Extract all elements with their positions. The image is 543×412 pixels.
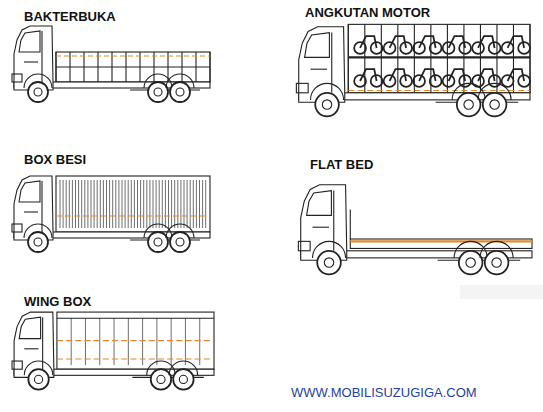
website-watermark: WWW.MOBILISUZUGIGA.COM [291,385,477,400]
truck-wing [12,312,214,390]
truck-motor [296,24,530,116]
faint-band [460,285,543,299]
truck-flat [298,185,532,275]
truck-open [12,26,210,102]
truck-box [12,176,210,252]
type-heading: WING BOX [24,294,91,309]
type-heading: BAKTERBUKA [24,9,116,24]
type-heading: FLAT BED [310,157,373,172]
type-heading: BOX BESI [24,152,86,167]
type-heading: ANGKUTAN MOTOR [305,5,430,20]
